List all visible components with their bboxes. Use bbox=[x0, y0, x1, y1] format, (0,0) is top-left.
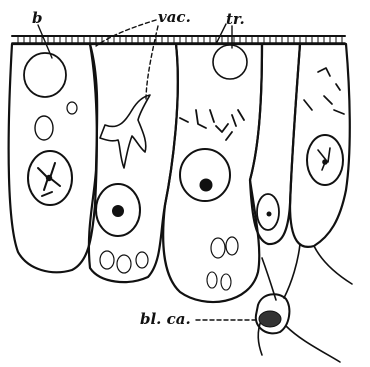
label-blca-group: bl. ca. bbox=[140, 310, 258, 328]
trophospongium bbox=[180, 110, 244, 140]
vacuole-small bbox=[221, 274, 231, 290]
vacuole-small bbox=[67, 102, 77, 114]
vacuole-small bbox=[35, 116, 53, 140]
capillary-nucleus bbox=[259, 311, 281, 327]
label-bl-ca: bl. ca. bbox=[140, 310, 191, 328]
label-b: b bbox=[32, 9, 43, 27]
trophospongium bbox=[304, 68, 344, 114]
vacuole-small bbox=[136, 252, 148, 268]
epithelial-cell-5 bbox=[290, 44, 350, 247]
blood-capillary bbox=[256, 244, 352, 362]
vacuole-small bbox=[211, 238, 225, 258]
vacuole-small bbox=[117, 255, 131, 273]
vacuole-b bbox=[24, 53, 66, 97]
vacuole-tr bbox=[213, 45, 247, 79]
nucleus bbox=[180, 149, 230, 201]
vacuole-small bbox=[100, 251, 114, 269]
label-b-group: b bbox=[32, 9, 52, 58]
label-tr: tr. bbox=[226, 10, 245, 28]
epithelial-cell-1 bbox=[9, 44, 97, 272]
epithelial-cell-3 bbox=[163, 44, 262, 302]
cuticular-border bbox=[12, 36, 345, 43]
vacuolar-canal bbox=[100, 95, 150, 168]
vacuole-small bbox=[207, 272, 217, 288]
vacuole-small bbox=[226, 237, 238, 255]
label-vac: vac. bbox=[158, 8, 191, 26]
